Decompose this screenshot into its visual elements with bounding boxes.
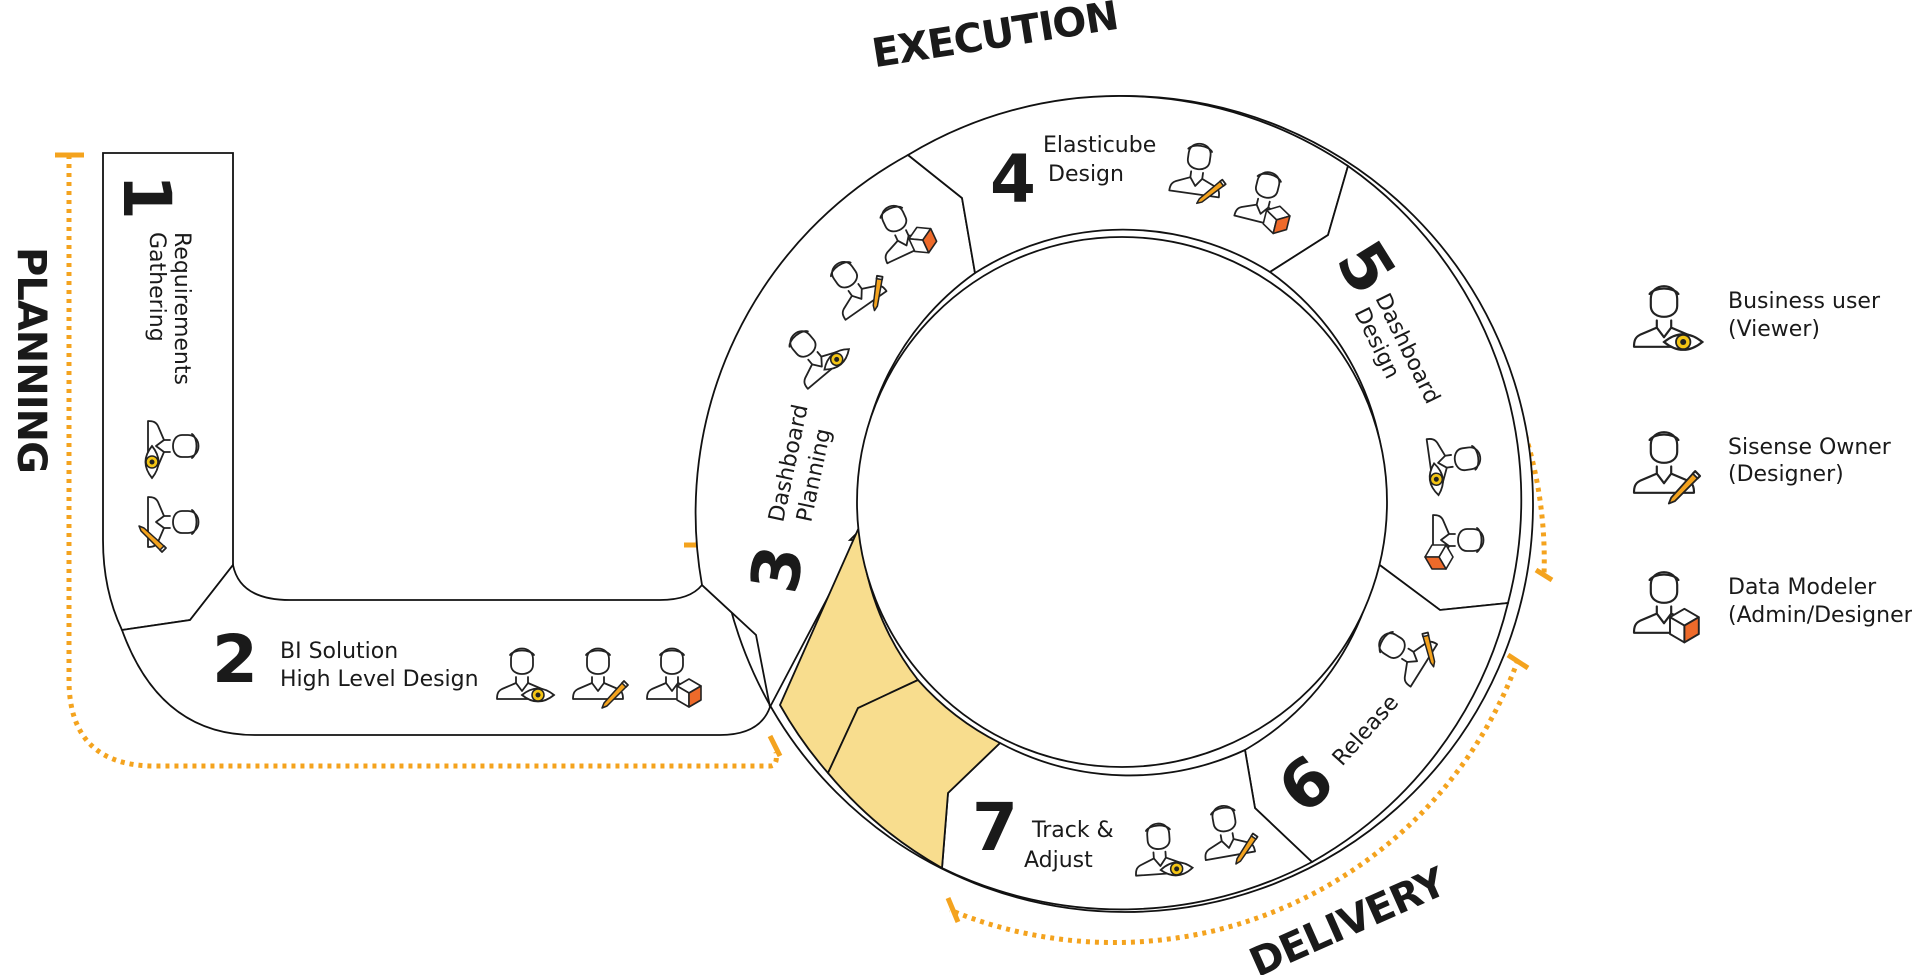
planning-label: PLANNING xyxy=(8,247,54,473)
user-pencil-icon xyxy=(1634,432,1700,503)
step-1-segment xyxy=(102,152,234,631)
highlighted-segment-b xyxy=(826,678,1002,870)
step-4: 4 Elasticube Design xyxy=(990,133,1299,236)
legend-designer-line1: Sisense Owner xyxy=(1728,435,1892,460)
user-cube-icon xyxy=(1634,572,1699,642)
legend: Business user (Viewer) Sisense Owner (De… xyxy=(1634,286,1912,642)
step-2-label-line2: High Level Design xyxy=(280,667,479,692)
step-7-label-line1: Track & xyxy=(1031,818,1114,843)
step-1: 1 Requirements Gathering xyxy=(108,174,199,552)
legend-item-modeler: Data Modeler (Admin/Designer) xyxy=(1634,572,1912,642)
step-7-label-line2: Adjust xyxy=(1024,848,1093,873)
user-eye-icon xyxy=(1634,286,1702,350)
legend-item-viewer: Business user (Viewer) xyxy=(1634,286,1881,350)
execution-label: EXECUTION xyxy=(869,0,1121,77)
step-1-label-line2: Gathering xyxy=(144,232,169,342)
step-2-label-line1: BI Solution xyxy=(280,639,398,664)
step-7-number: 7 xyxy=(972,789,1018,866)
step-2: 2 BI Solution High Level Design xyxy=(212,621,701,708)
legend-designer-line2: (Designer) xyxy=(1728,462,1844,487)
step-1-number: 1 xyxy=(108,174,185,220)
step-1-label-line1: Requirements xyxy=(169,232,194,385)
step-3-segment xyxy=(694,153,976,710)
legend-viewer-line1: Business user xyxy=(1728,289,1881,314)
legend-viewer-line2: (Viewer) xyxy=(1728,317,1820,342)
step-7: 7 Track & Adjust xyxy=(972,789,1262,878)
inner-circle xyxy=(856,236,1388,768)
step-4-label-line1: Elasticube xyxy=(1043,133,1156,158)
delivery-phase-track xyxy=(945,652,1530,946)
legend-item-designer: Sisense Owner (Designer) xyxy=(1634,432,1892,503)
planning-phase-track xyxy=(55,152,783,769)
step-4-label-line2: Design xyxy=(1048,162,1124,187)
legend-modeler-line1: Data Modeler xyxy=(1728,575,1877,600)
step-4-number: 4 xyxy=(990,141,1036,218)
legend-modeler-line2: (Admin/Designer) xyxy=(1728,603,1912,628)
step-2-number: 2 xyxy=(212,621,258,698)
